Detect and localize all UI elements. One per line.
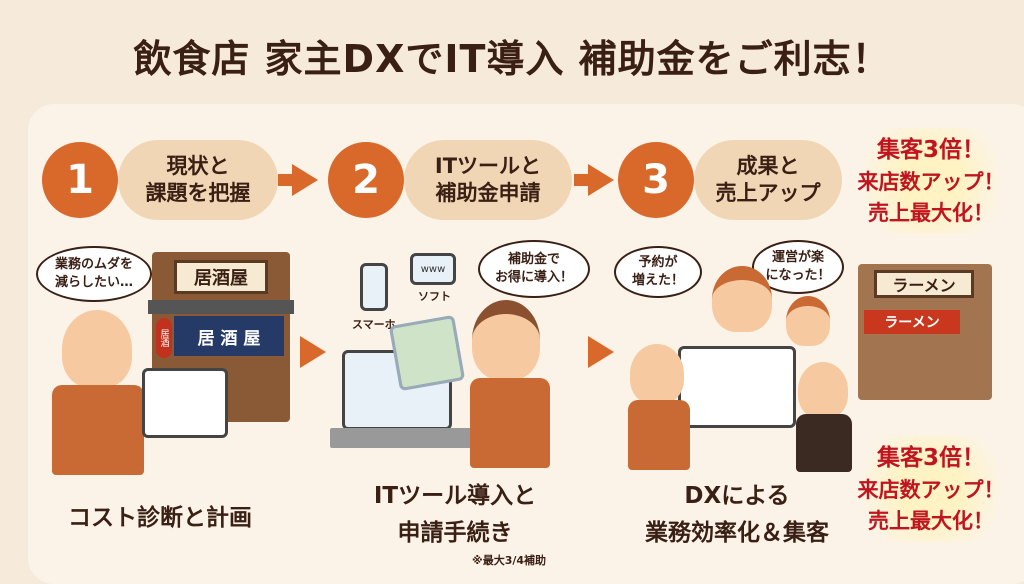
web-software-icon: www [410, 253, 456, 285]
page-title: 飲食店 家主DXでIT導入 補助金をご利志！ [133, 37, 891, 81]
map-tablet-icon [388, 314, 466, 392]
ramen-sign: ラーメン [874, 270, 974, 298]
promo-badge: 集客3倍！ 来店数アップ！ 売上最大化！ [842, 128, 1020, 235]
promo-line: 来店数アップ！ [857, 478, 1005, 503]
bubble-text: 予約が [638, 255, 678, 271]
web-text: www [413, 256, 453, 282]
bubble-text: 運営が楽 [771, 250, 824, 266]
subsidy-note: ※最大3/4補助 [472, 554, 547, 567]
bubble-text: 減らしたい… [54, 275, 133, 290]
bubble-text: になった！ [765, 268, 831, 283]
step-1-label: 現状と 課題を把握 [118, 140, 278, 220]
caption-line: ITツール導入と [373, 483, 537, 509]
staff-illustration [786, 296, 830, 346]
step-3-number: 3 [618, 142, 694, 218]
promo-line: 売上最大化！ [868, 508, 994, 533]
step-1-number: 1 [42, 142, 118, 218]
caption-line: 申請手続き [397, 519, 513, 546]
arrow-icon [300, 336, 326, 368]
caption-line: DXによる [684, 483, 790, 509]
step-2-line: ITツールと [434, 153, 542, 178]
step-2-label: ITツールと 補助金申請 [404, 140, 572, 220]
smartphone-icon [360, 263, 388, 311]
staff-apron [470, 378, 550, 468]
laptop-keyboard [330, 428, 480, 448]
owner-illustration [62, 310, 132, 388]
izakaya-sign: 居酒屋 [174, 260, 268, 294]
izakaya-shop-illustration: 居酒屋 居 酒 屋 居酒 [148, 252, 294, 422]
roof [148, 300, 294, 314]
promo-line: 集客3倍！ [876, 445, 985, 471]
noren-curtain: 居 酒 屋 [174, 316, 284, 356]
staff-illustration [712, 266, 772, 332]
arrow-icon [574, 164, 614, 196]
arrow-icon [278, 164, 318, 196]
smartphone-label: スマーホ [352, 318, 396, 331]
bubble-text: 業務のムダを [54, 257, 133, 273]
promo-line: 集客3倍！ [876, 137, 985, 163]
staff-illustration [630, 344, 684, 404]
bubble-text: 増えた！ [631, 273, 684, 288]
speech-bubble: 予約が 増えた！ [614, 246, 702, 298]
promo-line: 来店数アップ！ [857, 170, 1005, 195]
step-2-number: 2 [328, 142, 404, 218]
step-1-caption: コスト診断と計画 [68, 505, 252, 531]
step-1-line: 現状と [166, 153, 230, 178]
speech-bubble: 補助金で お得に導入！ [478, 240, 590, 298]
tablet-icon [142, 368, 228, 438]
speech-bubble: 業務のムダを 減らしたい… [36, 246, 152, 302]
software-label: ソフト [418, 290, 451, 303]
staff-illustration [472, 300, 540, 380]
step-3-caption: DXによる 業務効率化＆集客 [612, 478, 862, 552]
owner-apron [52, 385, 144, 475]
lantern-icon: 居酒 [156, 318, 172, 358]
bubble-text: 補助金で [507, 252, 560, 268]
staff-apron [628, 400, 690, 470]
promo-badge: 集客3倍！ 来店数アップ！ 売上最大化！ [842, 436, 1020, 543]
step-3-label: 成果と 売上アップ [694, 140, 842, 220]
monitor-growth-chart-icon [678, 346, 796, 428]
caption-line: 業務効率化＆集客 [645, 519, 829, 546]
noren-curtain: ラーメン [864, 310, 960, 334]
step-2-caption: ITツール導入と 申請手続き [340, 478, 570, 552]
bubble-text: お得に導入！ [494, 270, 573, 285]
step-1-line: 課題を把握 [145, 181, 251, 205]
staff-illustration [798, 362, 848, 418]
step-2-line: 補助金申請 [435, 181, 541, 205]
arrow-icon [588, 336, 614, 368]
step-3-line: 売上アップ [715, 181, 821, 205]
ramen-shop-illustration: ラーメン ラーメン [858, 264, 992, 400]
step-3-line: 成果と [736, 153, 800, 178]
promo-line: 売上最大化！ [868, 200, 994, 225]
